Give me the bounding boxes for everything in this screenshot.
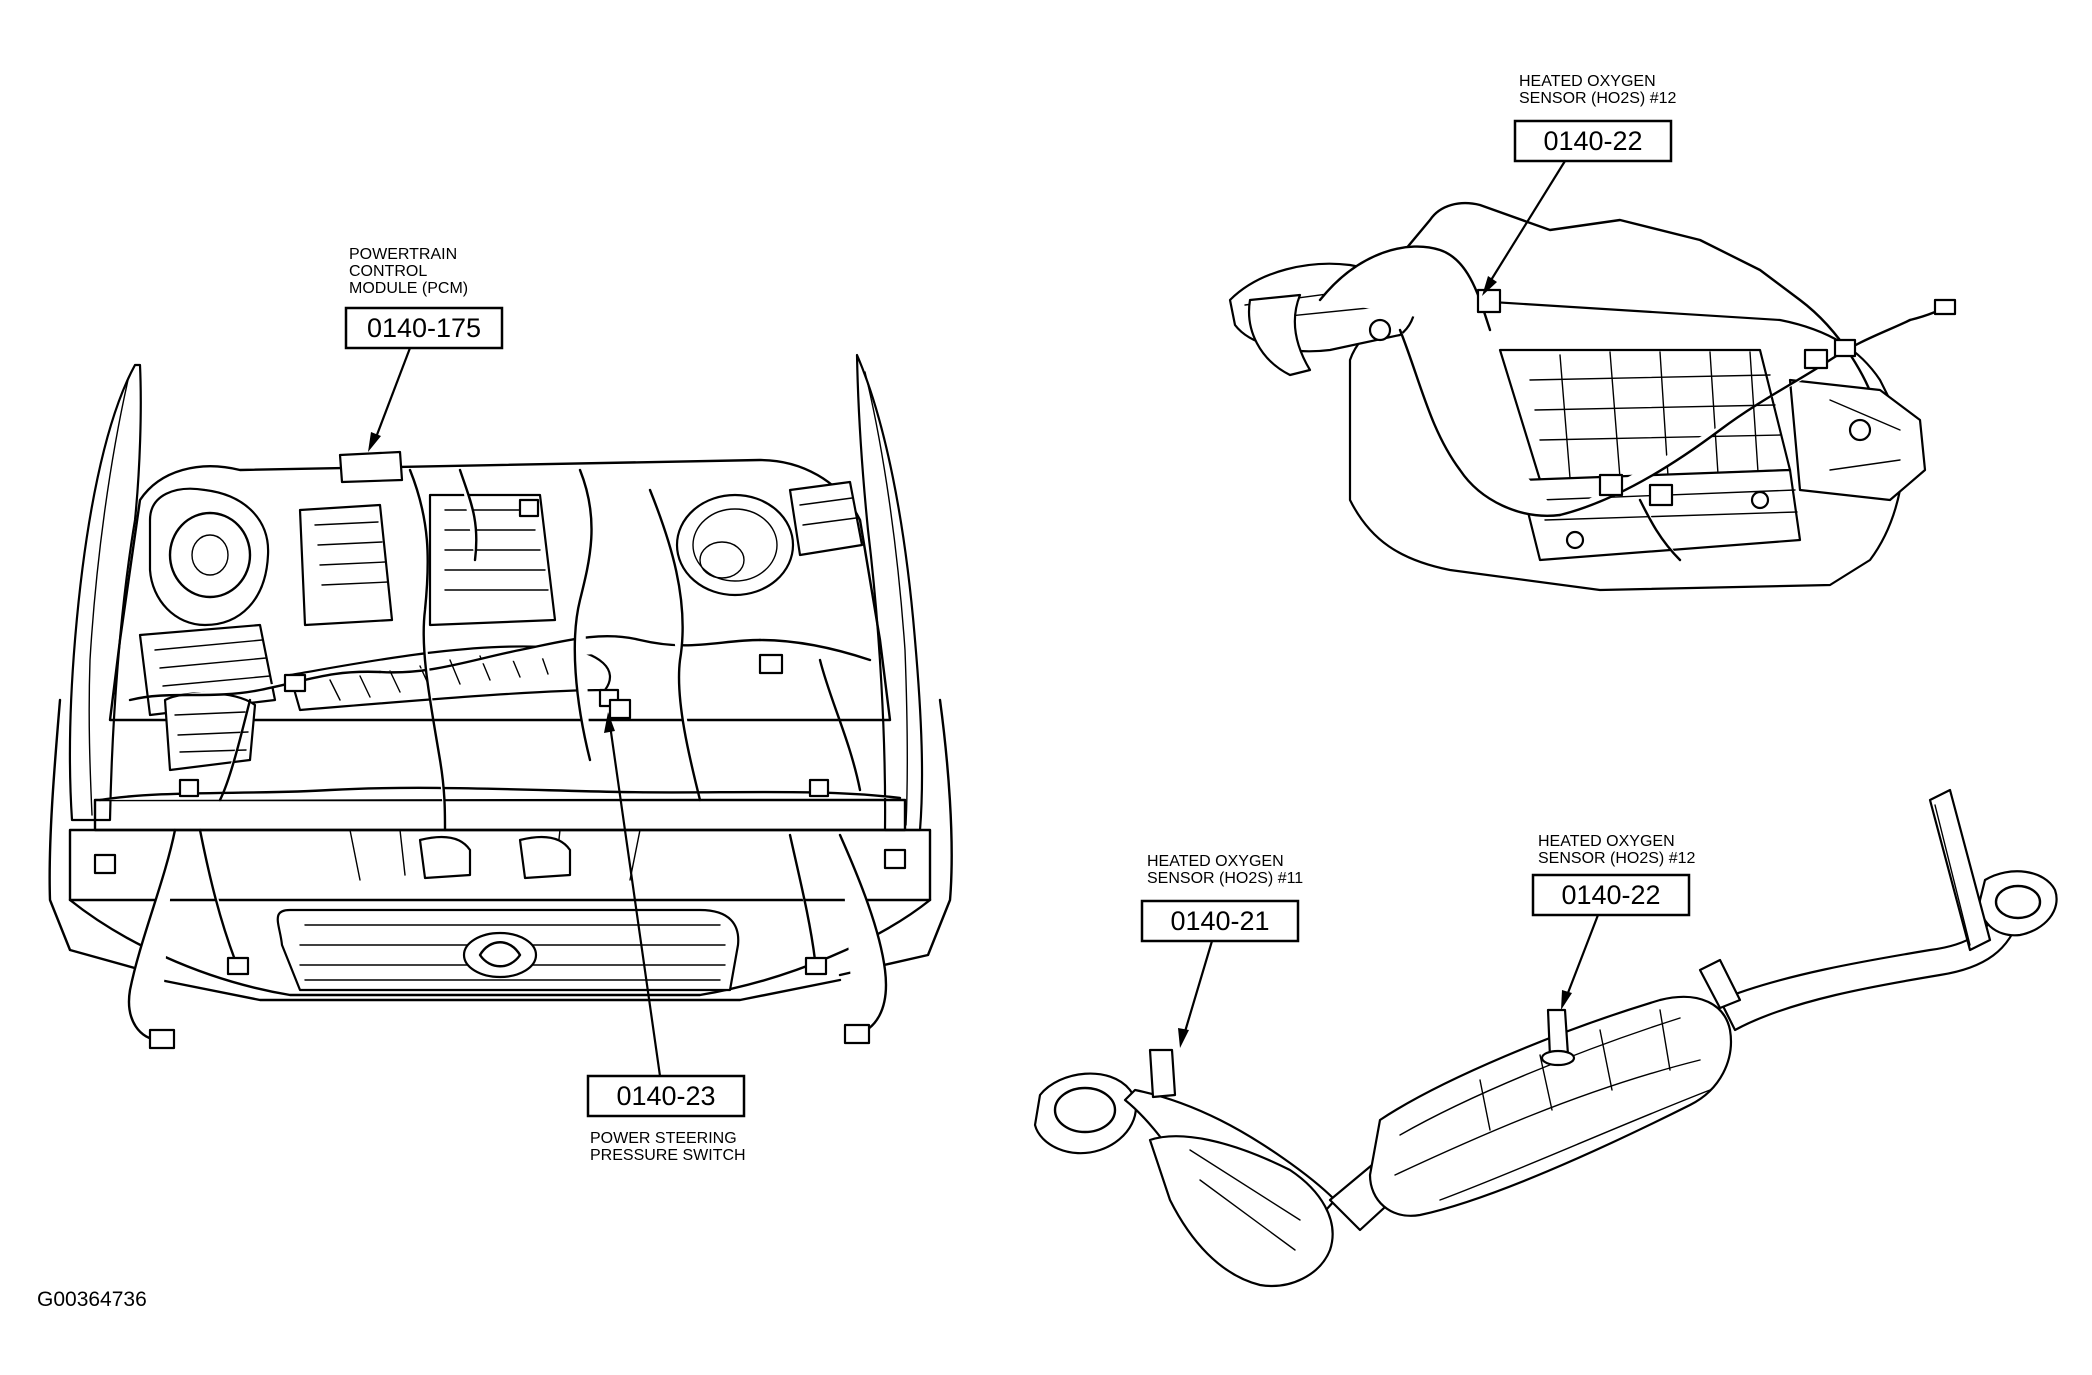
ho2s-12-transmission-callout: HEATED OXYGEN SENSOR (HO2S) #12 0140-22 <box>1482 73 1676 296</box>
ho2s-12-exh-arrowhead <box>1561 990 1572 1010</box>
ps-switch-label-line-1: POWER STEERING <box>590 1130 737 1147</box>
ho2s-12-trans-code-box[interactable] <box>1513 119 1673 163</box>
pcm-callout: POWERTRAIN CONTROL MODULE (PCM) 0140-175 <box>344 246 504 452</box>
engine-bay-illustration <box>48 353 953 1050</box>
ho2s-12-exh-label-line-1: HEATED OXYGEN <box>1538 833 1675 850</box>
pcm-label-line-1: POWERTRAIN <box>349 246 457 263</box>
ho2s-11-code[interactable]: 0140-21 <box>1170 906 1269 936</box>
ho2s-12-trans-label-line-2: SENSOR (HO2S) #12 <box>1519 90 1676 107</box>
ps-switch-code[interactable]: 0140-23 <box>616 1081 715 1111</box>
ho2s-12-trans-leader-line <box>1487 160 1566 286</box>
ho2s-11-label-line-1: HEATED OXYGEN <box>1147 853 1284 870</box>
ps-switch-callout: 0140-23 POWER STEERING PRESSURE SWITCH <box>586 712 746 1164</box>
pcm-arrowhead <box>368 432 381 452</box>
transmission-illustration <box>1228 201 1957 592</box>
pcm-leader-line <box>373 347 412 441</box>
ps-switch-label-line-2: PRESSURE SWITCH <box>590 1147 746 1164</box>
ps-switch-code-box[interactable] <box>586 1074 746 1118</box>
ho2s-11-code-box[interactable] <box>1140 899 1300 943</box>
ho2s-11-leader-line <box>1182 940 1214 1036</box>
ho2s-12-exh-code[interactable]: 0140-22 <box>1561 880 1660 910</box>
ho2s-12-trans-arrowhead <box>1482 276 1497 296</box>
ho2s-12-exh-code-box[interactable] <box>1531 873 1691 917</box>
ho2s-12-trans-code[interactable]: 0140-22 <box>1543 126 1642 156</box>
diagram-id: G00364736 <box>37 1288 147 1311</box>
ps-switch-arrowhead <box>604 712 615 733</box>
pcm-code-box[interactable] <box>344 306 504 350</box>
ho2s-12-exh-label-line-2: SENSOR (HO2S) #12 <box>1538 850 1695 867</box>
pcm-label-line-3: MODULE (PCM) <box>349 280 468 297</box>
ho2s-12-trans-label-line-1: HEATED OXYGEN <box>1519 73 1656 90</box>
ho2s-11-arrowhead <box>1178 1028 1189 1048</box>
ho2s-12-exhaust-callout: HEATED OXYGEN SENSOR (HO2S) #12 0140-22 <box>1531 833 1695 1010</box>
ps-switch-leader-line <box>608 724 662 1077</box>
pcm-label-line-2: CONTROL <box>349 263 427 280</box>
exhaust-illustration <box>1033 788 2058 1288</box>
ho2s-12-exh-leader-line <box>1564 914 1600 999</box>
ho2s-11-label-line-2: SENSOR (HO2S) #11 <box>1147 870 1303 887</box>
ho2s-11-callout: HEATED OXYGEN SENSOR (HO2S) #11 0140-21 <box>1140 853 1303 1048</box>
pcm-code[interactable]: 0140-175 <box>367 313 481 343</box>
